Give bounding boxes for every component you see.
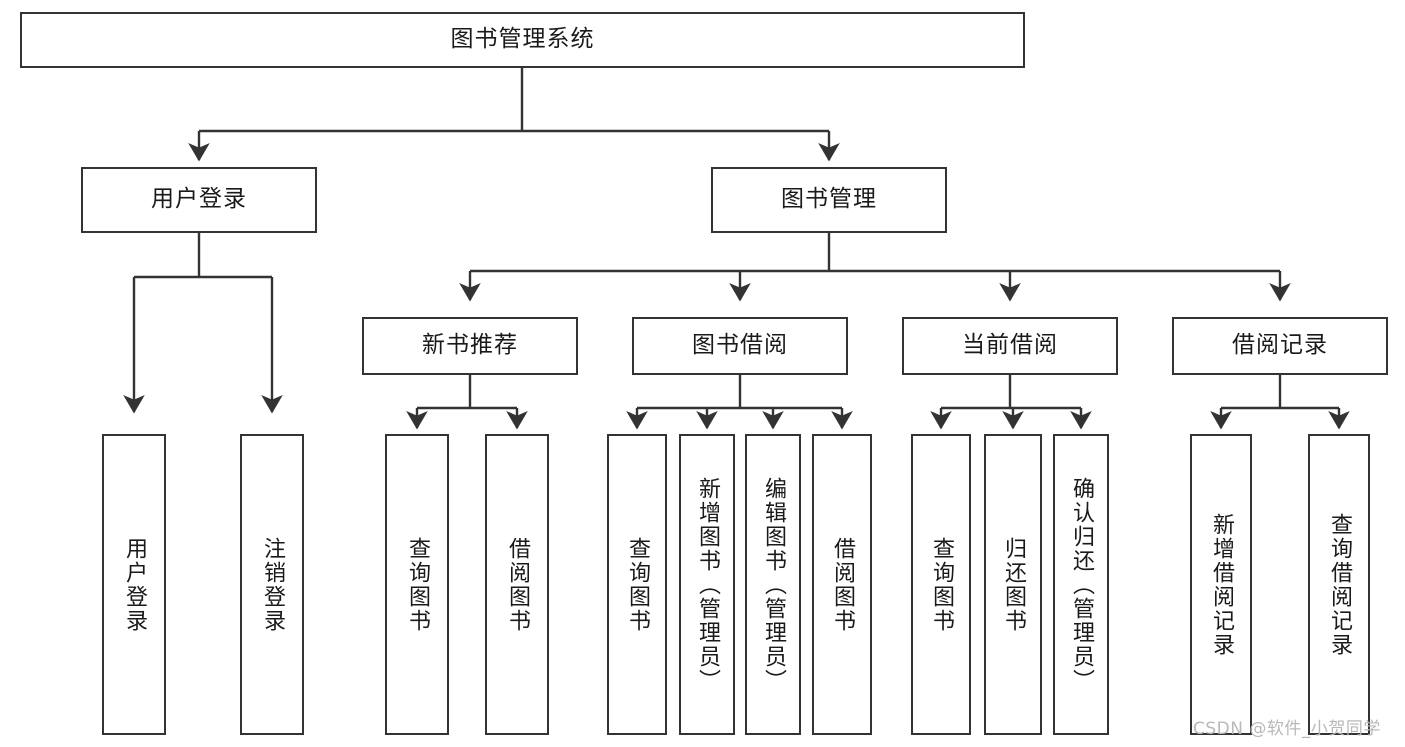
edge-group-new-book	[406, 375, 528, 430]
leaf-borrow-book[interactable]: 借阅图书	[812, 434, 872, 735]
edge-group-current	[930, 375, 1092, 430]
leaf-query-borrow-record-label: 查询借阅记录	[1326, 512, 1352, 657]
node-current-borrow[interactable]: 当前借阅	[902, 317, 1118, 375]
leaf-add-borrow-record-label: 新增借阅记录	[1208, 512, 1234, 657]
leaf-add-borrow-record[interactable]: 新增借阅记录	[1190, 434, 1252, 735]
leaf-logout[interactable]: 注销登录	[240, 434, 304, 735]
edge-group-borrow	[626, 375, 853, 430]
leaf-query-book-current[interactable]: 查询图书	[911, 434, 971, 735]
node-borrow-record-label: 借阅记录	[1232, 332, 1328, 359]
edge-group-root	[188, 68, 840, 162]
leaf-edit-book-admin-label: 编辑图书（管理员）	[760, 476, 786, 693]
leaf-user-login-label: 用户登录	[121, 536, 147, 633]
leaf-query-book-recommend-label: 查询图书	[404, 536, 430, 633]
node-new-book-recommend[interactable]: 新书推荐	[362, 317, 578, 375]
edge-group-user-login	[123, 233, 283, 414]
edge-group-record	[1210, 375, 1350, 430]
leaf-logout-label: 注销登录	[259, 536, 285, 633]
leaf-return-book[interactable]: 归还图书	[984, 434, 1042, 735]
node-user-login-label: 用户登录	[151, 186, 247, 213]
leaf-query-book-borrow[interactable]: 查询图书	[607, 434, 667, 735]
leaf-borrow-book-recommend-label: 借阅图书	[504, 536, 530, 633]
node-borrow-record[interactable]: 借阅记录	[1172, 317, 1388, 375]
leaf-add-book-admin-label: 新增图书（管理员）	[694, 476, 720, 693]
node-current-borrow-label: 当前借阅	[962, 332, 1058, 359]
leaf-query-book-recommend[interactable]: 查询图书	[385, 434, 449, 735]
leaf-add-book-admin[interactable]: 新增图书（管理员）	[679, 434, 735, 735]
leaf-query-book-current-label: 查询图书	[928, 536, 954, 633]
leaf-edit-book-admin[interactable]: 编辑图书（管理员）	[745, 434, 801, 735]
node-book-borrow[interactable]: 图书借阅	[632, 317, 848, 375]
leaf-query-book-borrow-label: 查询图书	[624, 536, 650, 633]
node-new-book-recommend-label: 新书推荐	[422, 332, 518, 359]
leaf-query-borrow-record[interactable]: 查询借阅记录	[1308, 434, 1370, 735]
node-book-borrow-label: 图书借阅	[692, 332, 788, 359]
node-book-management-label: 图书管理	[781, 186, 877, 213]
node-user-login[interactable]: 用户登录	[81, 167, 317, 233]
node-root[interactable]: 图书管理系统	[20, 12, 1025, 68]
leaf-confirm-return-admin[interactable]: 确认归还（管理员）	[1053, 434, 1109, 735]
leaf-user-login[interactable]: 用户登录	[102, 434, 166, 735]
leaf-return-book-label: 归还图书	[1000, 536, 1026, 633]
leaf-borrow-book-label: 借阅图书	[829, 536, 855, 633]
node-root-label: 图书管理系统	[450, 26, 595, 53]
leaf-confirm-return-admin-label: 确认归还（管理员）	[1068, 476, 1094, 693]
leaf-borrow-book-recommend[interactable]: 借阅图书	[485, 434, 549, 735]
edge-group-book-mgmt	[459, 233, 1291, 302]
node-book-management[interactable]: 图书管理	[711, 167, 947, 233]
